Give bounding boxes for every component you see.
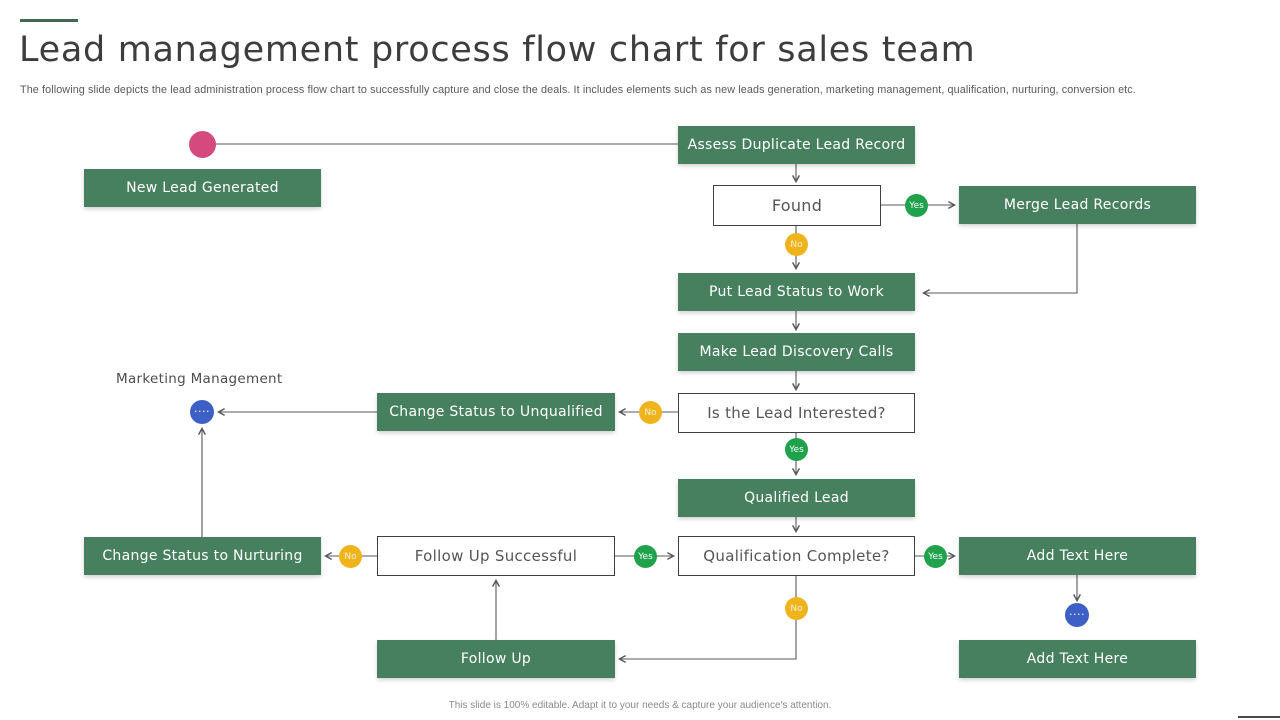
connector-dot-dots: .... (194, 402, 210, 415)
decision-yes-badge-qualcomplete: Yes (924, 545, 947, 568)
node-follow-up-successful: Follow Up Successful (377, 536, 615, 576)
decision-yes-badge-found: Yes (905, 194, 928, 217)
node-new-lead-generated: New Lead Generated (84, 169, 321, 207)
decision-yes-badge-fupsuccess: Yes (634, 545, 657, 568)
node-make-lead-discovery-calls: Make Lead Discovery Calls (678, 333, 915, 371)
decision-yes-badge-interested: Yes (785, 438, 808, 461)
connector-dot-addtext: .... (1065, 603, 1089, 627)
node-assess-duplicate-lead-record: Assess Duplicate Lead Record (678, 126, 915, 164)
node-found: Found (713, 185, 881, 226)
node-add-text-here-top: Add Text Here (959, 537, 1196, 575)
connector-dot-dots: .... (1069, 605, 1085, 618)
label-marketing-management: Marketing Management (116, 371, 283, 387)
node-change-status-to-nurturing: Change Status to Nurturing (84, 537, 321, 575)
title-accent-line (20, 19, 78, 22)
page-title: Lead management process flow chart for s… (19, 30, 976, 70)
node-qualification-complete: Qualification Complete? (678, 536, 915, 576)
node-add-text-here-bottom: Add Text Here (959, 640, 1196, 678)
connector-qualcomplete-no-to-followup (617, 576, 797, 664)
connector-dot-marketing: .... (190, 400, 214, 424)
node-qualified-lead: Qualified Lead (678, 479, 915, 517)
start-dot-pink (189, 131, 216, 158)
node-put-lead-status-to-work: Put Lead Status to Work (678, 273, 915, 311)
corner-decoration-line (1238, 716, 1280, 718)
connector-merge-to-putstatus (921, 224, 1078, 298)
decision-no-badge-found: No (785, 233, 808, 256)
footer-note: This slide is 100% editable. Adapt it to… (448, 700, 832, 711)
node-merge-lead-records: Merge Lead Records (959, 186, 1196, 224)
node-follow-up: Follow Up (377, 640, 615, 678)
page-subtitle: The following slide depicts the lead adm… (20, 84, 1136, 96)
node-is-the-lead-interested: Is the Lead Interested? (678, 393, 915, 433)
node-change-status-to-unqualified: Change Status to Unqualified (377, 393, 615, 431)
decision-no-badge-fupsuccess: No (339, 545, 362, 568)
decision-no-badge-qualcomplete: No (785, 597, 808, 620)
decision-no-badge-interested: No (639, 401, 662, 424)
